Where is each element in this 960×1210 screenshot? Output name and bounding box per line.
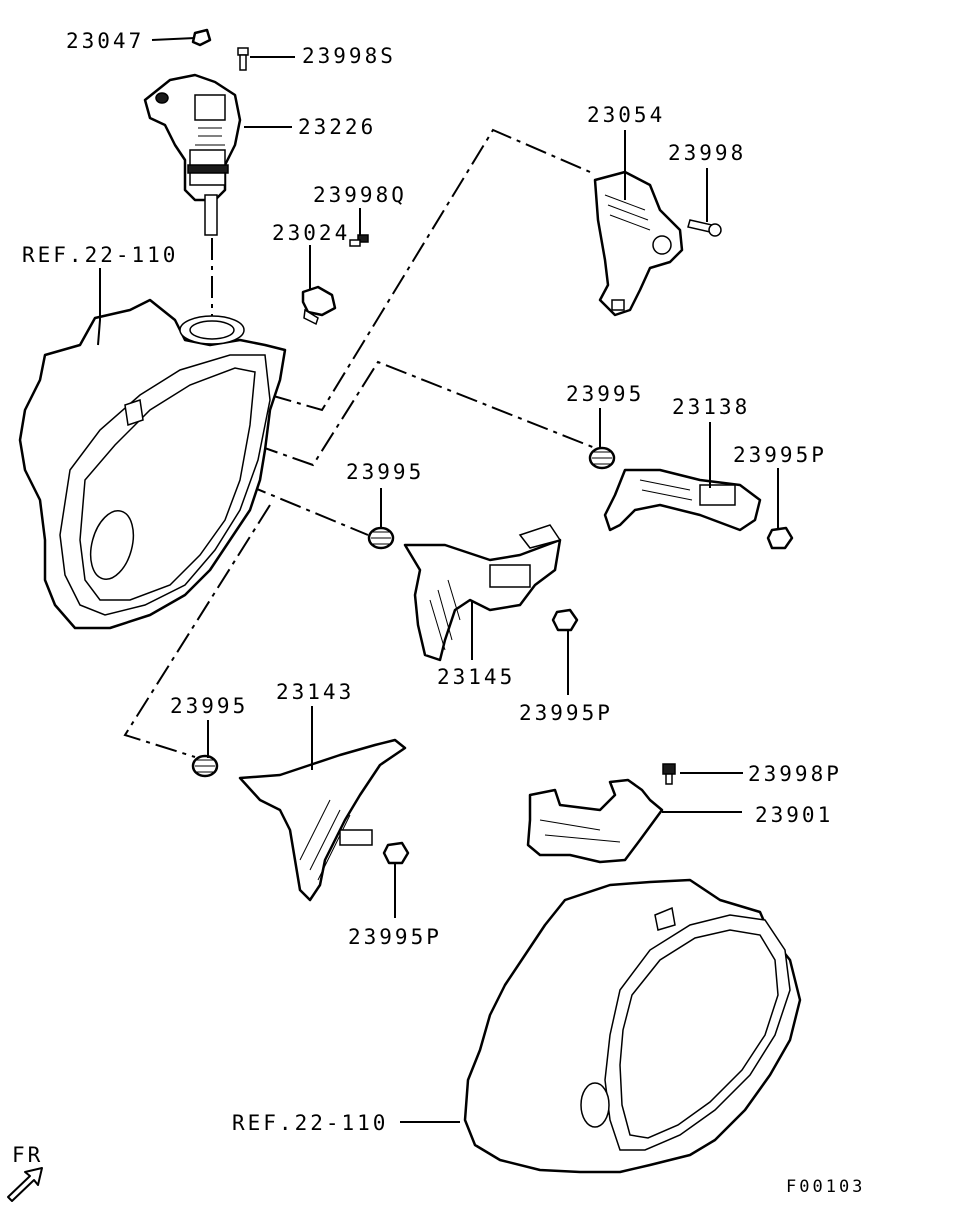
label-23901: 23901 xyxy=(755,803,833,827)
front-label: FR xyxy=(12,1143,43,1167)
part-23145-fork xyxy=(403,524,562,662)
part-23995P-nut-b xyxy=(551,608,579,632)
part-23995-bush-b xyxy=(367,526,395,550)
front-direction-indicator: FR xyxy=(7,1143,43,1202)
leader-lines xyxy=(97,37,779,1123)
part-23998P-bolt xyxy=(662,763,676,785)
label-23226: 23226 xyxy=(298,115,376,139)
part-23226-assembly xyxy=(143,73,242,236)
part-23901-bracket xyxy=(526,778,664,864)
part-23024-sensor xyxy=(301,285,337,326)
part-23143-fork xyxy=(238,738,407,902)
label-23047: 23047 xyxy=(66,29,144,53)
label-23998P: 23998P xyxy=(748,762,842,786)
transmission-case-bottom xyxy=(463,878,802,1174)
part-23995P-nut-a xyxy=(766,526,794,550)
figure-code: F00103 xyxy=(786,1177,865,1197)
label-23995P-c: 23995P xyxy=(348,925,442,949)
label-23995-a: 23995 xyxy=(566,382,644,406)
label-23995-c: 23995 xyxy=(170,694,248,718)
part-23998-bolt xyxy=(687,219,722,237)
part-labels: 23047 23998S 23226 23998Q 23024 REF.22-1… xyxy=(22,29,842,1135)
part-23047-nut xyxy=(191,28,212,47)
part-23995-bush-c xyxy=(191,754,219,778)
part-23995-bush-a xyxy=(588,446,616,470)
label-23998: 23998 xyxy=(668,141,746,165)
label-23998Q: 23998Q xyxy=(313,183,407,207)
label-ref-bottom: REF.22-110 xyxy=(232,1111,388,1135)
front-arrow-icon xyxy=(7,1167,43,1202)
part-23054-bracket xyxy=(593,170,684,317)
label-23995-b: 23995 xyxy=(346,460,424,484)
transmission-case-left xyxy=(18,298,287,630)
label-23998S: 23998S xyxy=(302,44,396,68)
part-23138-fork xyxy=(603,468,762,532)
label-23024: 23024 xyxy=(272,221,350,245)
label-ref-top: REF.22-110 xyxy=(22,243,178,267)
label-23145: 23145 xyxy=(437,665,515,689)
part-23998Q-bolt xyxy=(349,234,369,247)
part-23995P-nut-c xyxy=(382,841,410,865)
label-23995P-b: 23995P xyxy=(519,701,613,725)
label-23143: 23143 xyxy=(276,680,354,704)
label-23054: 23054 xyxy=(587,103,665,127)
label-23138: 23138 xyxy=(672,395,750,419)
part-23998S-bolt xyxy=(237,47,249,71)
label-23995P-a: 23995P xyxy=(733,443,827,467)
